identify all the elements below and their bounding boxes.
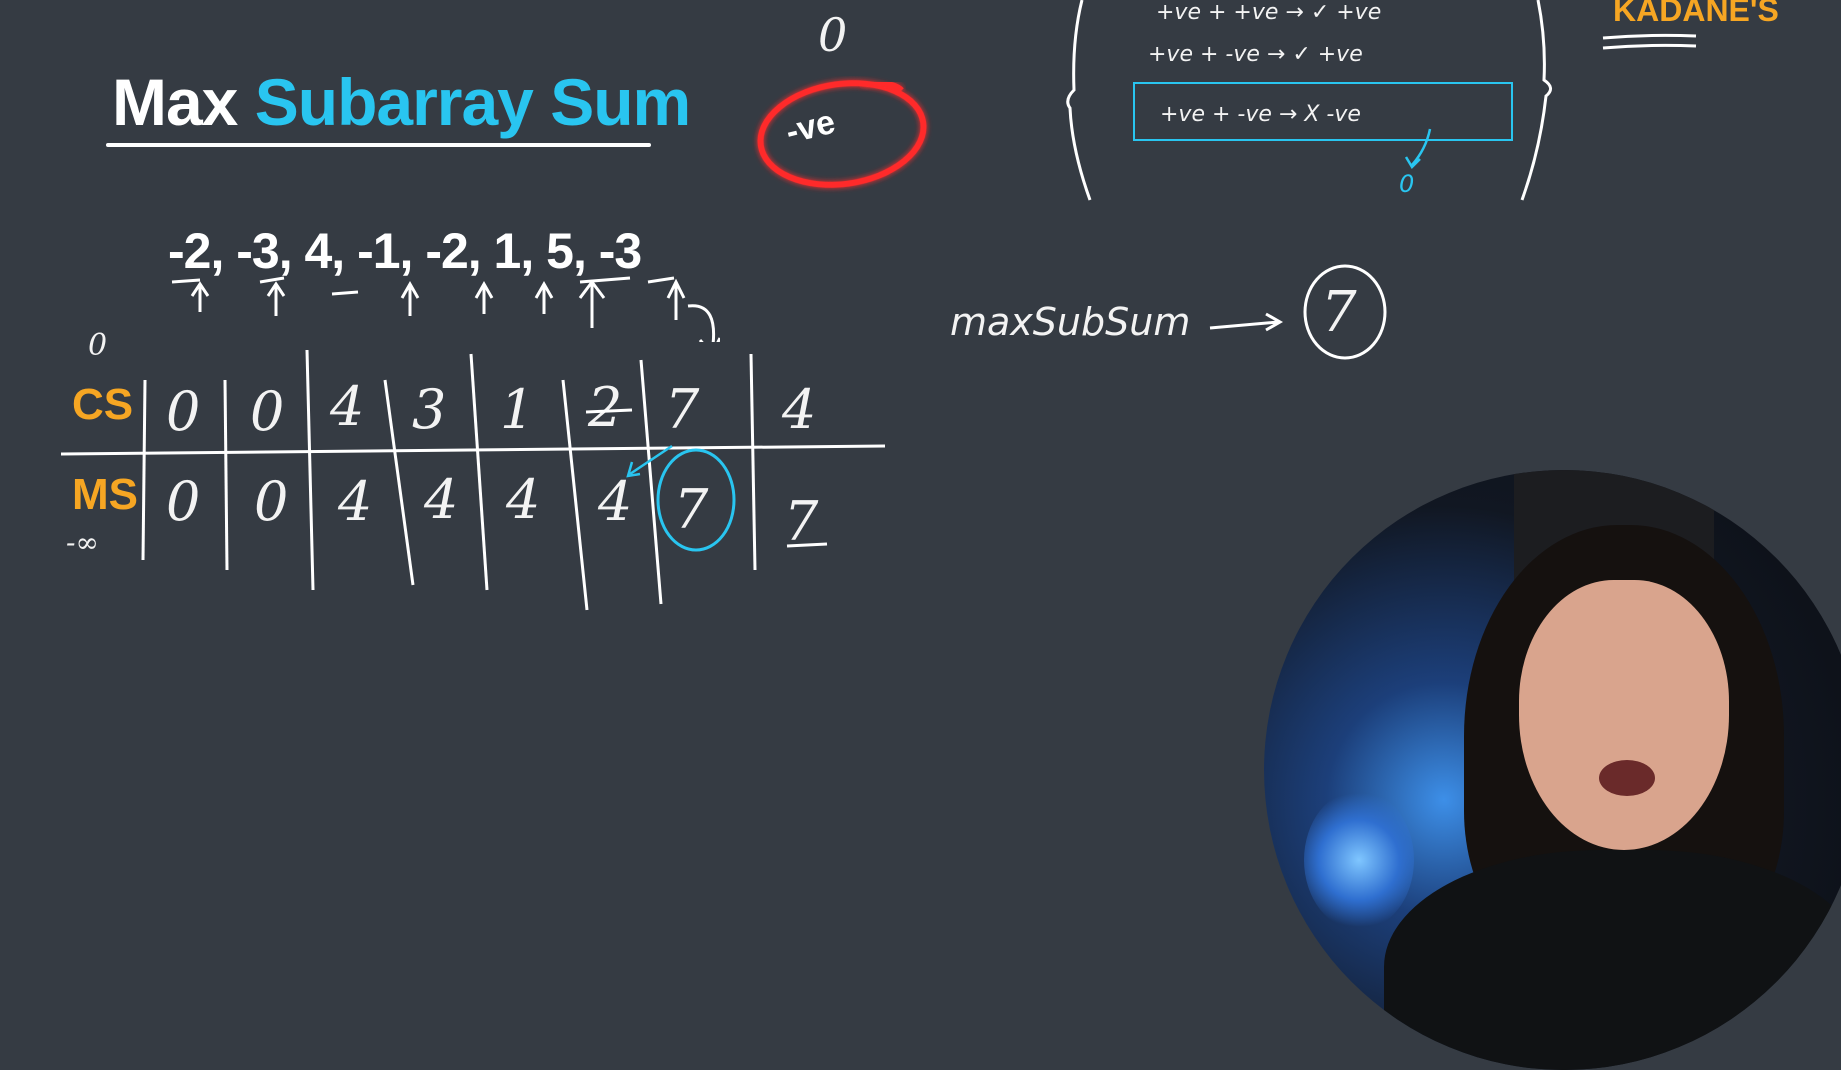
- highlight-circle-ms: [626, 444, 736, 552]
- cs-cell: 4: [330, 375, 365, 438]
- ms-cell: 4: [506, 468, 541, 531]
- cs-cell: 1: [500, 378, 535, 441]
- red-circle-mark: [757, 80, 927, 188]
- ms-cell: 0: [166, 470, 201, 533]
- ms-cell: 4: [598, 470, 633, 533]
- max-sub-sum-value: 7: [1321, 280, 1357, 345]
- title-underline: [106, 143, 651, 147]
- underline-mark: [585, 408, 633, 414]
- input-array: -2, -3, 4, -1, -2, 1, 5, -3: [168, 223, 642, 279]
- max-sub-sum-circle: [1303, 264, 1387, 360]
- page-title: Max Subarray Sum: [112, 64, 691, 140]
- background-lamp: [1304, 790, 1414, 930]
- rule-result-zero: 0: [1399, 170, 1415, 198]
- presenter-body: [1384, 850, 1841, 1070]
- cs-cell: 3: [412, 378, 447, 441]
- ms-cell: 4: [424, 468, 459, 531]
- ms-cell: 0: [254, 470, 289, 533]
- underline-mark: [786, 542, 828, 548]
- corner-label-underline: [1602, 33, 1697, 50]
- cs-cell: 7: [665, 378, 700, 441]
- ms-cell: 7: [674, 478, 709, 541]
- presenter-webcam: [1264, 470, 1841, 1070]
- rules-brace: [1066, 0, 1552, 201]
- zero-annotation-top: 0: [818, 8, 848, 62]
- cs-cell: 0: [250, 380, 285, 443]
- presenter-face: [1519, 580, 1729, 850]
- rule-line-2: +ve + -ve → ✓ +ve: [1148, 42, 1363, 67]
- pointer-arrows: [171, 276, 720, 342]
- cs-cell: 0: [166, 380, 201, 443]
- title-part-1: Max: [112, 65, 238, 139]
- table-grid: [60, 349, 886, 611]
- rule-line-3: +ve + -ve → X -ve: [1160, 102, 1361, 127]
- row-label-ms: MS: [72, 470, 138, 519]
- rule-arrow: [1404, 128, 1432, 170]
- title-part-2: Subarray Sum: [254, 65, 691, 139]
- ms-cell: 4: [338, 470, 373, 533]
- cs-initial-value: 0: [88, 328, 108, 363]
- max-sub-sum-label: maxSubSum: [950, 300, 1191, 344]
- cs-cell: 2: [588, 376, 623, 439]
- cs-cell: 4: [782, 378, 817, 441]
- max-sub-sum-arrow: [1209, 312, 1284, 332]
- highlighted-rule-box: [1133, 82, 1513, 141]
- row-label-cs: CS: [72, 380, 134, 429]
- ms-cell: 7: [784, 490, 819, 553]
- ms-initial-value: -∞: [66, 526, 99, 559]
- corner-label: KADANE'S: [1613, 0, 1779, 28]
- rule-line-1: +ve + +ve → ✓ +ve: [1156, 0, 1382, 25]
- presenter-mouth: [1599, 760, 1655, 796]
